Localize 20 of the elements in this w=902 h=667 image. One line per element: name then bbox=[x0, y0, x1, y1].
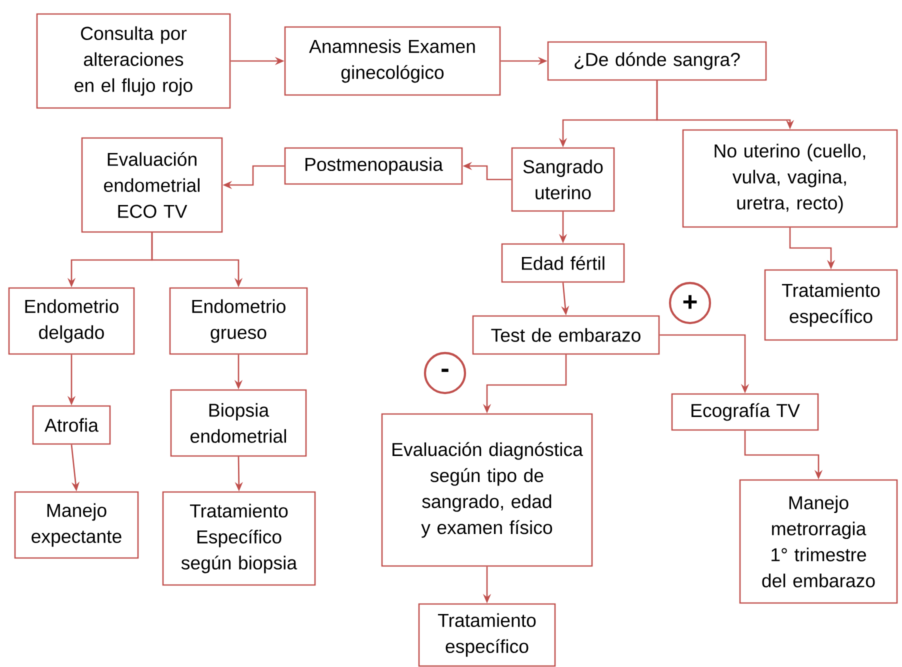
process-box: Manejo metrorragia 1° trimestre del embarazo bbox=[739, 479, 898, 604]
process-box: Biopsia endometrial bbox=[170, 389, 307, 457]
process-box: No uterino (cuello, vulva, vagina, uretra, recto) bbox=[682, 129, 898, 228]
process-box: Consulta por alteraciones en el flujo rojo bbox=[36, 13, 231, 109]
process-box: Tratamiento Específico según biopsia bbox=[162, 491, 316, 586]
process-box: Tratamiento específico bbox=[418, 603, 556, 667]
process-box: Evaluación diagnóstica según tipo de sangrado, edad y examen físico bbox=[381, 413, 593, 567]
process-box: Postmenopausia bbox=[284, 147, 463, 185]
process-box: Test de embarazo bbox=[472, 315, 660, 355]
process-box: Tratamiento específico bbox=[764, 269, 898, 341]
process-box: Endometrio grueso bbox=[169, 287, 308, 355]
process-box: Atrofia bbox=[32, 405, 111, 445]
process-box: Edad fértil bbox=[501, 243, 625, 283]
process-box: Manejo expectante bbox=[14, 491, 139, 559]
process-box: Endometrio delgado bbox=[8, 287, 135, 355]
process-box: Sangrado uterino bbox=[511, 147, 615, 212]
process-box: Ecografía TV bbox=[671, 393, 819, 431]
process-box: Anamnesis Examen ginecológico bbox=[284, 26, 501, 96]
process-box: Evaluación endometrial ECO TV bbox=[81, 137, 223, 233]
process-box: ¿De dónde sangra? bbox=[547, 41, 767, 81]
